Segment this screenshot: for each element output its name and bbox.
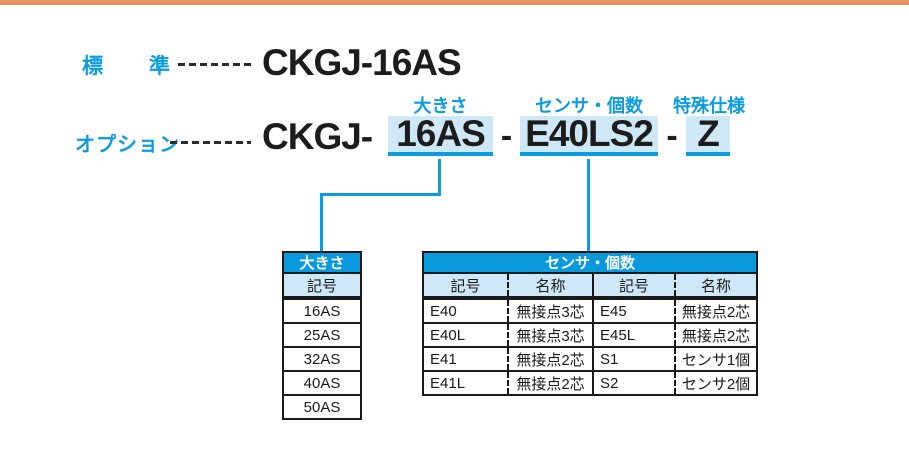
part-label-sensor: センサ・個数 [535,96,643,116]
size-code: 16AS [303,302,341,320]
option-special-segment: Z [686,113,730,156]
sensor-code: S2 [592,372,674,394]
standard-label-char2: 準 [149,55,170,78]
sensor-table: センサ・個数 記号 名称 記号 名称 E40 無接点3芯 E45 無接点2芯 E… [422,251,758,396]
size-table: 大きさ 記号 16AS 25AS 32AS 40AS 50AS [282,251,362,420]
sensor-code: S1 [592,348,674,370]
option-label: オプション [75,134,180,156]
table-row: 40AS [284,370,360,394]
sensor-header-symbol: 記号 [592,274,674,296]
option-code-prefix: CKGJ- [262,116,373,157]
size-table-header: 記号 [306,277,337,295]
sensor-code: E40L [430,326,466,344]
sensor-table-header-row: 記号 名称 記号 名称 [424,274,756,298]
standard-label: 標 準 [82,50,170,80]
size-code: 40AS [303,374,341,392]
size-connector-line-horizontal [320,193,441,196]
sensor-code: E45 [592,300,674,322]
size-connector-line-to-table [320,193,323,252]
option-size-segment: 16AS [388,113,493,156]
option-hyphen-1: - [500,116,513,155]
table-row: E41 無接点2芯 S1 センサ1個 [424,346,756,370]
sensor-name: センサ1個 [674,348,756,370]
sensor-name: 無接点2芯 [674,324,756,346]
table-row: 25AS [284,322,360,346]
sensor-header-name: 名称 [507,274,592,296]
sensor-name: 無接点3芯 [507,300,592,322]
sensor-name: 無接点2芯 [674,300,756,322]
size-connector-line-drop [438,159,441,196]
sensor-connector-line [587,159,590,252]
table-row: 16AS [284,298,360,322]
standard-label-char1: 標 [82,55,103,78]
sensor-code: E41 [430,350,457,368]
table-row: E40L 無接点3芯 E45L 無接点2芯 [424,322,756,346]
standard-model-code: CKGJ-16AS [262,42,462,83]
sensor-code: E41L [430,374,466,392]
table-row: E40 無接点3芯 E45 無接点2芯 [424,298,756,322]
sensor-name: センサ2個 [674,372,756,394]
size-code: 32AS [303,350,341,368]
sensor-code: E40 [430,302,457,320]
part-label-special: 特殊仕様 [673,96,745,116]
part-label-size: 大きさ [413,96,468,116]
sensor-name: 無接点3芯 [507,324,592,346]
page-top-rule [0,0,909,5]
option-hyphen-2: - [666,116,678,155]
size-code: 50AS [303,398,341,416]
option-sensor-segment: E40LS2 [520,113,658,156]
sensor-header-symbol: 記号 [450,277,481,295]
sensor-name: 無接点2芯 [507,372,592,394]
option-leader-dashes [170,141,251,144]
size-code: 25AS [303,326,341,344]
table-row: 32AS [284,346,360,370]
sensor-name: 無接点2芯 [507,348,592,370]
table-row: 50AS [284,394,360,418]
sensor-table-title: センサ・個数 [424,253,756,274]
size-table-title: 大きさ [284,253,360,274]
standard-leader-dashes [178,63,251,66]
sensor-header-name: 名称 [674,274,756,296]
sensor-code: E45L [592,324,674,346]
table-row: E41L 無接点2芯 S2 センサ2個 [424,370,756,394]
